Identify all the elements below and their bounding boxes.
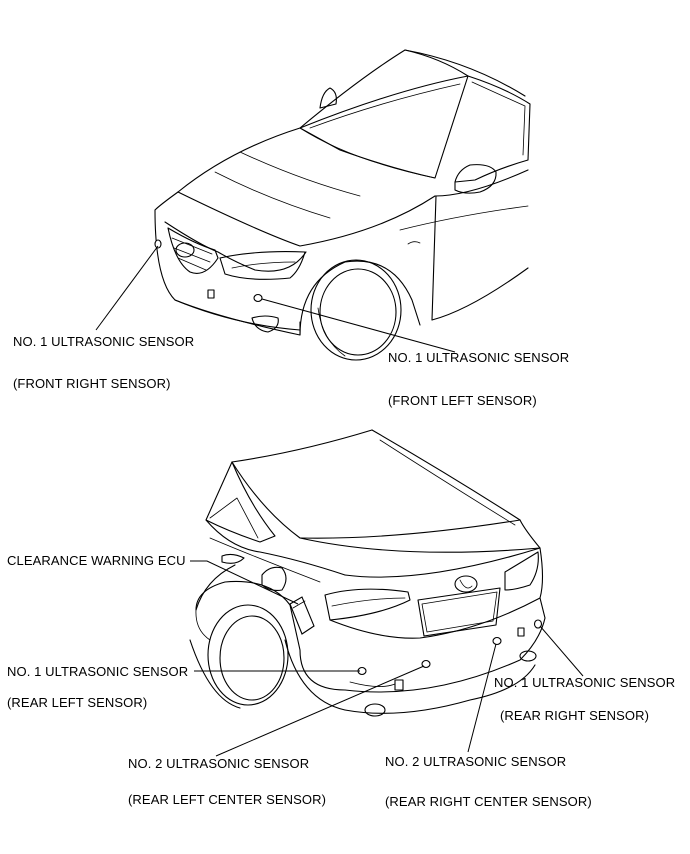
front-right-sensor-label: NO. 1 ULTRASONIC SENSOR — [13, 334, 195, 349]
rear-left-center-sensor-label: NO. 2 ULTRASONIC SENSOR — [128, 756, 310, 771]
rear-left-center-sensor-icon — [421, 659, 431, 669]
rear-right-center-sensor-label: NO. 2 ULTRASONIC SENSOR — [385, 754, 567, 769]
rear-right-sensor-icon — [533, 619, 543, 629]
rear-right-center-sensor-position: (REAR RIGHT CENTER SENSOR) — [385, 794, 592, 809]
front-right-sensor-position: (FRONT RIGHT SENSOR) — [13, 376, 171, 391]
rear-left-sensor-position: (REAR LEFT SENSOR) — [7, 695, 148, 710]
front-left-sensor-label: NO. 1 ULTRASONIC SENSOR — [388, 350, 570, 365]
rear-right-center-sensor-icon — [492, 636, 502, 646]
rear-right-sensor-position: (REAR RIGHT SENSOR) — [500, 708, 650, 723]
rear-left-center-sensor-position: (REAR LEFT CENTER SENSOR) — [128, 792, 327, 807]
rear-right-sensor-label: NO. 1 ULTRASONIC SENSOR — [494, 675, 676, 690]
rear-car-illustration — [189, 429, 546, 717]
front-car-illustration — [154, 49, 531, 361]
front-left-sensor-position: (FRONT LEFT SENSOR) — [388, 393, 537, 408]
front-right-sensor-icon — [154, 239, 162, 249]
front-left-sensor-icon — [253, 293, 263, 303]
rear-left-sensor-label: NO. 1 ULTRASONIC SENSOR — [7, 664, 189, 679]
clearance-warning-ecu-label: CLEARANCE WARNING ECU — [7, 553, 186, 568]
